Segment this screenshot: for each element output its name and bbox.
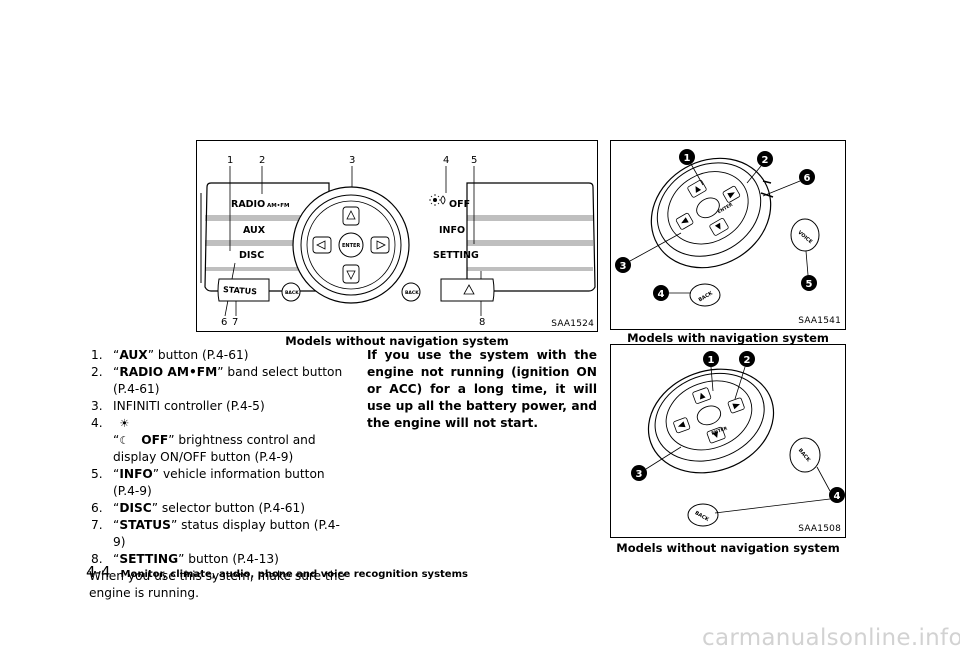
warning-text: If you use the system with the engine no… <box>367 348 597 430</box>
callout-2: 2 <box>259 155 265 166</box>
callout-4: 4 <box>834 491 841 502</box>
callout-1: 1 <box>708 355 715 366</box>
enter-label: ENTER <box>342 243 360 249</box>
left-arrow-icon <box>316 240 326 250</box>
section-title: Monitor, climate, audio, phone and voice… <box>120 569 468 580</box>
button-name: INFO <box>119 467 153 481</box>
figure-caption: Models with navigation system <box>627 331 829 345</box>
enter-label: ENTER <box>711 425 729 436</box>
callout-6: 6 <box>804 173 811 184</box>
hazard-icon <box>463 284 475 295</box>
figure-controller-no-nav: ENTER BACK BACK 1 2 3 4 SAA1508 <box>610 344 846 538</box>
figure-control-panel: 1 2 3 4 5 6 7 8 <box>196 140 598 332</box>
list-item: 8.“SETTING” button (P.4-13) <box>91 552 279 566</box>
note-text: When you use this system, make sure the … <box>89 569 346 600</box>
button-name: RADIO AM•FM <box>119 365 218 379</box>
button-name: DISC <box>119 501 152 515</box>
right-arrow-icon <box>376 240 386 250</box>
back-label-right: BACK <box>405 290 419 296</box>
setting-label: SETTING <box>433 250 479 261</box>
button-list: 1.“AUX” button (P.4-61) 2.“RADIO AM•FM” … <box>89 347 351 602</box>
callout-6: 6 <box>221 317 227 328</box>
figure-caption: Models without navigation system <box>285 334 509 348</box>
callout-1: 1 <box>684 153 691 164</box>
callout-4: 4 <box>443 155 449 166</box>
disc-label: DISC <box>239 250 264 261</box>
list-item: 2.“RADIO AM•FM” band select button (P.4-… <box>91 365 343 396</box>
callout-1: 1 <box>227 155 233 166</box>
callout-3: 3 <box>636 469 643 480</box>
control-panel-illustration: 1 2 3 4 5 6 7 8 <box>200 155 596 328</box>
callout-5: 5 <box>471 155 477 166</box>
radio-sub-label: AM•FM <box>267 203 289 209</box>
callout-4: 4 <box>658 289 665 300</box>
list-item: 5.“INFO” vehicle information button (P.4… <box>91 467 325 498</box>
brightness-icon <box>429 194 446 206</box>
figure-code: SAA1524 <box>551 319 594 329</box>
button-name: AUX <box>119 348 148 362</box>
button-name: SETTING <box>119 552 179 566</box>
list-item: 7.“STATUS” status display button (P.4-9) <box>91 518 340 549</box>
figure-caption: Models without navigation system <box>616 541 840 555</box>
off-label: OFF <box>449 199 470 210</box>
controller-no-nav-illustration: ENTER BACK BACK 1 2 3 4 <box>631 351 845 527</box>
info-label: INFO <box>439 225 465 236</box>
list-item: 4.“☀☾ OFF” brightness control and displa… <box>91 416 316 464</box>
list-item: 6.“DISC” selector button (P.4-61) <box>91 501 306 515</box>
button-name: STATUS <box>119 518 171 532</box>
figure-code: SAA1508 <box>798 524 841 534</box>
callout-5: 5 <box>806 279 813 290</box>
down-arrow-icon <box>346 270 356 280</box>
callout-7: 7 <box>232 317 238 328</box>
radio-label: RADIO <box>231 199 265 210</box>
callout-2: 2 <box>744 355 751 366</box>
callout-8: 8 <box>479 317 485 328</box>
callout-3: 3 <box>349 155 355 166</box>
up-arrow-icon <box>346 210 356 220</box>
page-number: 4-4 <box>86 563 111 581</box>
callout-3: 3 <box>620 261 627 272</box>
aux-label: AUX <box>243 225 266 236</box>
controller-nav-illustration: ENTER BACK VOICE 1 2 3 4 5 6 <box>615 149 820 307</box>
figure-controller-nav: ENTER BACK VOICE 1 2 3 4 5 6 <box>610 140 846 330</box>
page-footer: 4-4 Monitor, climate, audio, phone and v… <box>86 563 468 581</box>
button-name: OFF <box>141 433 169 447</box>
watermark: carmanualsonline.info <box>702 625 960 651</box>
brightness-icon: ☀☾ <box>119 417 130 447</box>
back-label-left: BACK <box>285 290 299 296</box>
status-label: STATUS <box>223 285 258 296</box>
list-item: 1.“AUX” button (P.4-61) <box>91 348 249 362</box>
figure-code: SAA1541 <box>798 316 841 326</box>
callout-2: 2 <box>762 155 769 166</box>
list-item: 3.INFINITI controller (P.4-5) <box>91 399 265 413</box>
